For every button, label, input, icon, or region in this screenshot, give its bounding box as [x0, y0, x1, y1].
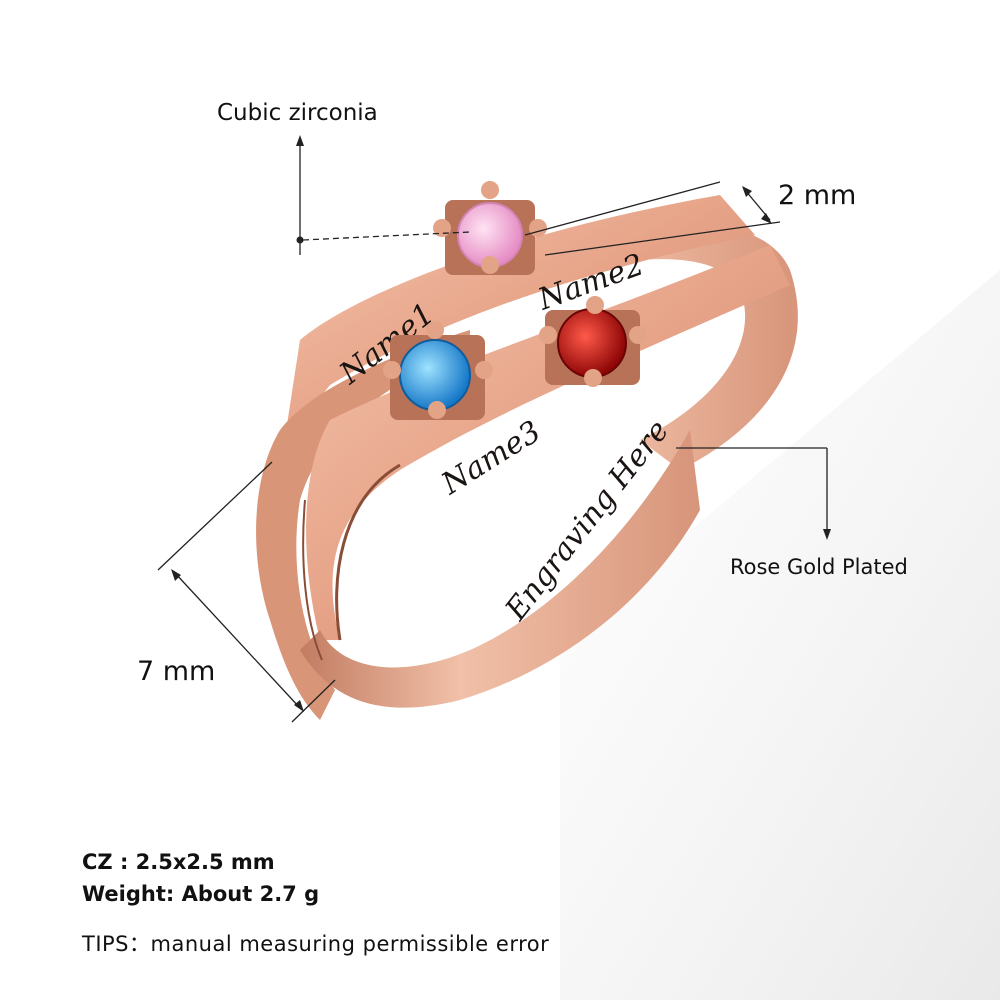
side-width-dimension — [157, 461, 336, 723]
rose-gold-pointer — [676, 447, 831, 540]
background-shadow — [560, 270, 1000, 1000]
top-width-dimension — [524, 181, 781, 256]
blue-stone — [383, 321, 493, 420]
specs-block: CZ : 2.5x2.5 mm Weight: About 2.7 g — [82, 846, 319, 910]
red-stone — [539, 296, 647, 387]
tips-note: TIPS：manual measuring permissible error — [82, 932, 550, 956]
ring-left-body — [256, 330, 470, 720]
cz-pointer — [296, 135, 471, 255]
ring-back-band — [470, 221, 798, 470]
ring-shank — [300, 430, 700, 708]
side-width-label: 7 mm — [137, 656, 216, 687]
cz-size-spec: CZ : 2.5x2.5 mm — [82, 850, 275, 874]
material-label: Rose Gold Plated — [730, 555, 908, 579]
pink-stone — [433, 181, 547, 275]
ring-lower-band — [306, 245, 790, 640]
cubic-zirconia-label: Cubic zirconia — [217, 100, 378, 126]
top-width-label: 2 mm — [778, 180, 857, 211]
weight-spec: Weight: About 2.7 g — [82, 882, 320, 906]
